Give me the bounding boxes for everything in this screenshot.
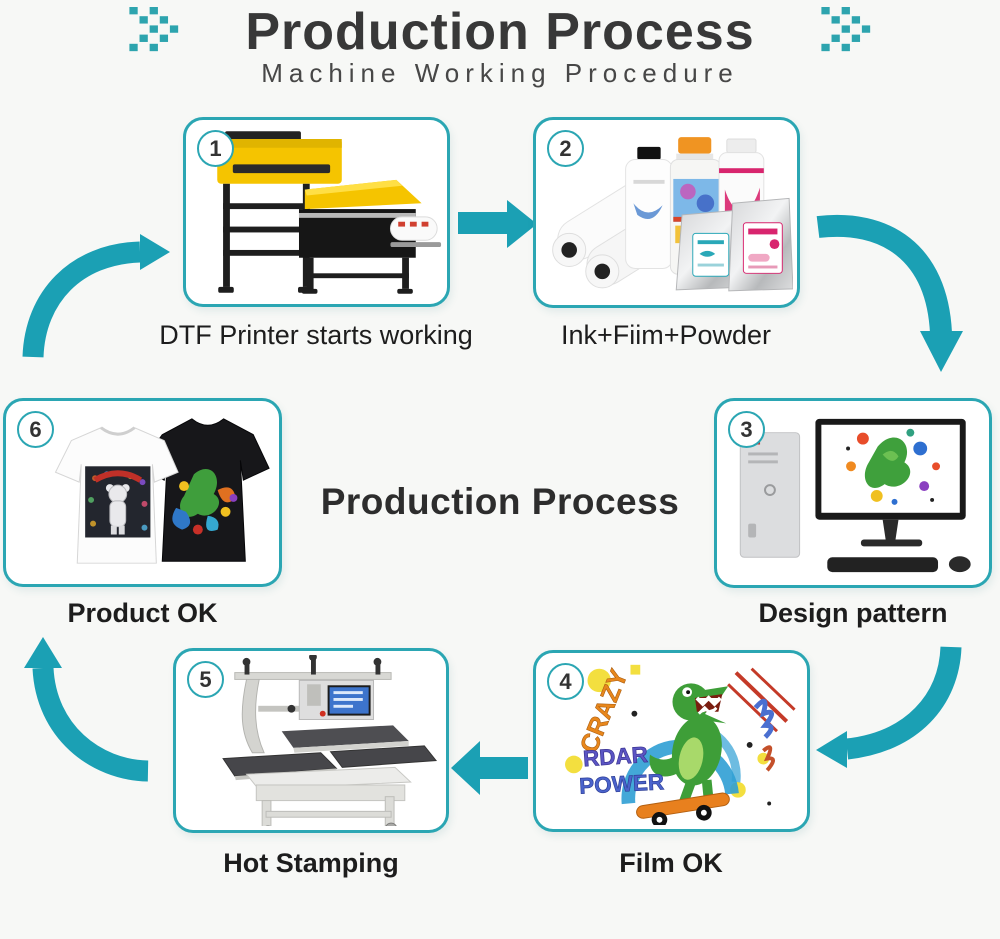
step-5-caption: Hot Stamping [223, 848, 399, 878]
powder-bags [675, 197, 793, 292]
step-box-2: 2 [533, 117, 800, 308]
press-head [298, 679, 375, 720]
black-tshirt [137, 418, 270, 562]
page-title: Production Process [245, 3, 755, 61]
printed-film-illustration: CRAZY RDAR POWER [565, 664, 796, 825]
computer-tower [739, 432, 801, 558]
step-4-number: 4 [559, 668, 572, 694]
screen-artwork [846, 428, 941, 505]
table-stand [245, 766, 412, 826]
svg-text:POWER: POWER [579, 769, 665, 798]
dinosaur [649, 683, 729, 806]
white-tshirt [54, 426, 179, 564]
center-title: Production Process [320, 481, 680, 522]
svg-text:RDAR: RDAR [582, 742, 648, 771]
press-frame [234, 655, 392, 754]
step-2-caption: Ink+Fiim+Powder [560, 320, 772, 350]
step-2-badge: 2 [547, 130, 584, 167]
step-1-number: 1 [209, 135, 222, 161]
printed-tshirts-illustration [54, 418, 270, 564]
pixel-chevrons-left-icon [129, 7, 179, 52]
step-6-number: 6 [29, 416, 42, 442]
arrow-step4-to-step5 [451, 741, 528, 795]
step-5-number: 5 [199, 666, 212, 692]
mouse [948, 556, 971, 573]
step-box-3: 3 [714, 398, 992, 588]
step-box-1: 1 [183, 117, 450, 307]
computer-design-illustration [739, 418, 971, 573]
step-5-badge: 5 [187, 661, 224, 698]
step-box-6: 6 [3, 398, 282, 587]
step-3-caption: Design pattern [758, 598, 948, 628]
keyboard [827, 557, 939, 573]
skateboard [636, 792, 730, 825]
arrow-step3-to-step4 [845, 646, 962, 760]
graffiti-words: CRAZY RDAR POWER [575, 665, 665, 799]
arrow-step2-to-step3 [816, 214, 952, 334]
printer-unit [217, 131, 342, 293]
pixel-chevrons-right-icon [821, 7, 871, 52]
ink-film-powder-illustration [552, 137, 793, 292]
step-2-number: 2 [559, 135, 572, 161]
black-tshirt-print [172, 468, 238, 535]
dtf-printer-illustration [217, 131, 442, 294]
heat-press-illustration [222, 655, 438, 826]
step-box-4: 4 [533, 650, 810, 832]
step-4-caption: Film OK [619, 848, 723, 878]
step-3-badge: 3 [728, 411, 765, 448]
arrow-step1-to-step2 [458, 200, 537, 248]
powder-shaker-unit [298, 179, 442, 294]
step-1-caption: DTF Printer starts working [159, 320, 473, 350]
monitor [815, 418, 966, 547]
step-box-5: 5 [173, 648, 449, 833]
white-tshirt-print [85, 466, 151, 538]
step-3-number: 3 [740, 416, 753, 442]
step-4-badge: 4 [547, 663, 584, 700]
arrow-step5-to-step6 [32, 667, 149, 782]
step-6-badge: 6 [17, 411, 54, 448]
step-1-badge: 1 [197, 130, 234, 167]
arrow-step6-to-step1 [22, 241, 141, 358]
step-6-caption: Product OK [67, 598, 218, 628]
page-subtitle: Machine Working Procedure [261, 58, 739, 88]
